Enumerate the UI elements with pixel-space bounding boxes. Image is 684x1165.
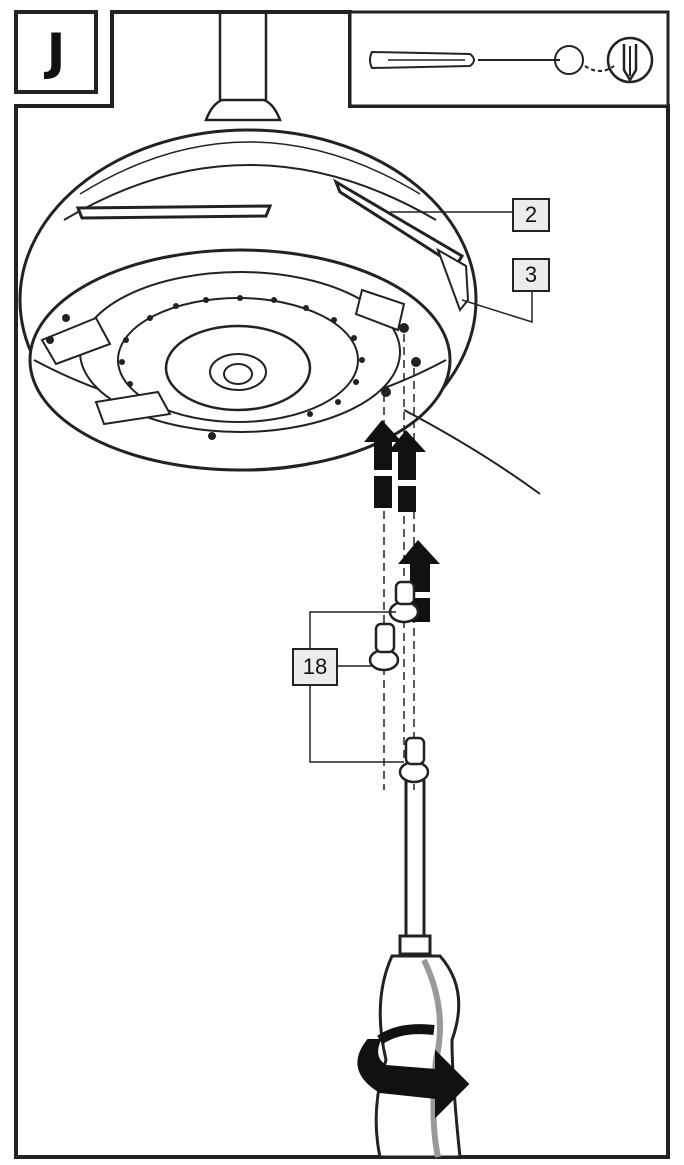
callout-18: 18 (292, 648, 338, 686)
phillips-bit-icon (606, 36, 654, 84)
callout-3: 3 (512, 258, 550, 292)
callout-2: 2 (512, 198, 550, 232)
clockwise-rotation-arrow-icon (357, 1024, 470, 1119)
step-letter: J (46, 23, 66, 81)
mounting-holes (46, 295, 421, 440)
screwdriver-icon (369, 45, 615, 75)
downrod (204, 12, 282, 122)
up-arrow-icon (364, 420, 440, 622)
leader-line-18 (309, 611, 404, 763)
lead-wire (403, 409, 541, 495)
leader-line-3 (461, 292, 533, 324)
motor-housing (18, 128, 478, 472)
screw-icon (368, 580, 430, 784)
step-letter-box (14, 10, 98, 94)
